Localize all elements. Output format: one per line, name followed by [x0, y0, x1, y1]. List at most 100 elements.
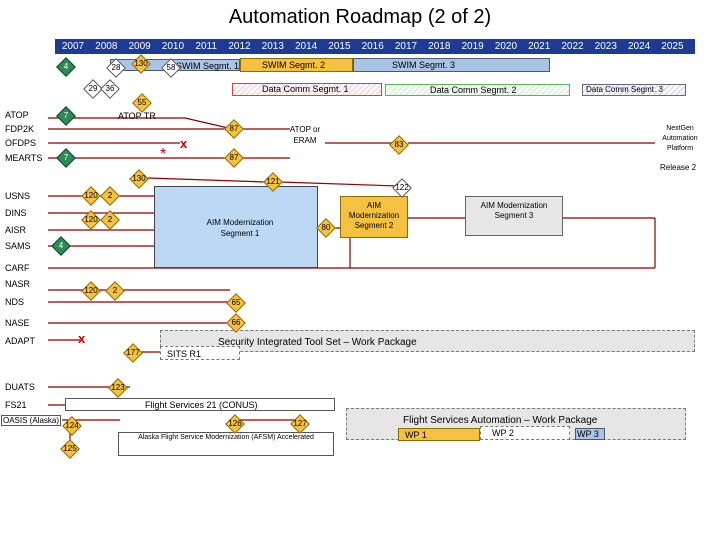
year-label: 2021 [528, 41, 551, 52]
decision-127: 127 [290, 414, 310, 434]
year-label: 2012 [228, 41, 251, 52]
system-label-fdp2k: FDP2K [5, 124, 35, 134]
nextgen-platform-label: NextGen Automation Platform [662, 125, 698, 152]
aim-segment-3-box [465, 196, 563, 236]
datacomm-segment-2-bar [385, 84, 570, 96]
datacomm-segment-2-label: Data Comm Segmt. 2 [430, 85, 517, 95]
system-label-nasr: NASR [5, 279, 31, 289]
datacomm-segment-3-bar [582, 84, 686, 96]
aim-segment-2-box [340, 196, 408, 238]
decision-126: 126 [225, 414, 245, 434]
aim-segment-1-label: AIM Modernization Segment 1 [206, 218, 274, 238]
decision-121: 121 [263, 172, 283, 192]
decision-7-atop: 7 [56, 106, 76, 126]
decision-120-b: 120 [81, 210, 101, 230]
decision-130-top: 130 [131, 54, 151, 74]
year-bar [55, 39, 695, 54]
decision-87-b: 87 [224, 148, 244, 168]
star-marker-ofdps: * [160, 146, 167, 163]
page-title: Automation Roadmap (2 of 2) [228, 6, 492, 28]
decision-122: 122 [392, 178, 412, 198]
system-label-carf: CARF [5, 263, 30, 273]
release-2-label: Release 2 [660, 163, 697, 172]
wp2-label: WP 2 [492, 428, 514, 438]
wp2-box [480, 426, 570, 440]
system-label-aisr: AISR [5, 225, 27, 235]
sits-r1-label: SITS R1 [167, 349, 202, 359]
decision-130-mid: 130 [129, 169, 149, 189]
swim-segment-2-label: SWIM Segmt. 2 [262, 60, 326, 70]
end-marker-adapt: x [78, 331, 86, 346]
aim-segment-3-label: AIM Modernization Segment 3 [480, 201, 548, 220]
year-label: 2009 [128, 41, 151, 52]
security-work-package-box [160, 330, 695, 352]
decision-36: 36 [100, 79, 120, 99]
afsm-bar [118, 432, 334, 456]
decision-123: 123 [108, 378, 128, 398]
decision-120-c: 120 [81, 281, 101, 301]
decision-2-b: 2 [100, 210, 120, 230]
year-label: 2014 [294, 41, 318, 52]
decision-2-c: 2 [105, 281, 125, 301]
year-label: 2019 [461, 41, 484, 52]
year-label: 2017 [394, 41, 418, 52]
system-label-duats: DUATS [5, 382, 35, 392]
year-label: 2023 [594, 41, 617, 52]
decision-80: 80 [316, 218, 336, 238]
flight-services-21-label: Flight Services 21 (CONUS) [145, 400, 258, 410]
decision-177: 177 [123, 343, 143, 363]
system-label-nds: NDS [5, 297, 25, 307]
decision-7-mearts: 7 [56, 148, 76, 168]
year-label: 2008 [95, 41, 118, 52]
year-label: 2025 [661, 41, 684, 52]
decision-4-top: 4 [56, 57, 76, 77]
swim-segment-3-label: SWIM Segmt. 3 [392, 60, 456, 70]
swim-segment-2-bar [240, 58, 353, 72]
aim-segment-2-label: AIM Modernization Segment 2 [348, 201, 400, 230]
year-label: 2020 [494, 41, 518, 52]
decision-125: 125 [60, 439, 80, 459]
decision-124: 124 [62, 416, 82, 436]
decision-87-a: 87 [224, 119, 244, 139]
security-work-package-label: Security Integrated Tool Set – Work Pack… [218, 337, 417, 348]
decision-65: 65 [226, 293, 246, 313]
flight-services-21-bar [65, 398, 335, 411]
decision-29: 29 [83, 79, 103, 99]
system-label-oasis: OASIS (Alaska) [1, 415, 62, 426]
swim-segment-1-label: SWIM Segmt. 1 [176, 61, 240, 71]
atop-tr-label: ATOP TR [118, 111, 156, 121]
system-label-atop: ATOP [5, 110, 29, 120]
year-label: 2007 [61, 41, 85, 52]
year-label: 2011 [195, 41, 217, 52]
swim-segment-3-bar [353, 58, 550, 72]
fsa-work-package-label: Flight Services Automation – Work Packag… [403, 415, 598, 426]
atop-or-eram-label: ATOP or ERAM [289, 125, 321, 145]
year-label: 2013 [261, 41, 284, 52]
year-label: 2010 [161, 41, 185, 52]
year-label: 2022 [561, 41, 584, 52]
decision-28: 28 [106, 58, 126, 78]
decision-58: 58 [161, 58, 181, 78]
decision-2-a: 2 [100, 186, 120, 206]
wp1-box [398, 428, 480, 441]
aim-segment-1-box [154, 186, 318, 268]
decision-55: 55 [132, 93, 152, 113]
end-marker-ofdps: x [180, 136, 188, 151]
sits-r1-box [160, 346, 240, 360]
afsm-label: Alaska Flight Service Modernization (AFS… [138, 434, 314, 441]
datacomm-segment-3-label: Data Comm Segmt. 3 [586, 85, 663, 94]
year-label: 2018 [428, 41, 451, 52]
datacomm-segment-1-label: Data Comm Segmt. 1 [262, 84, 349, 94]
year-label: 2024 [627, 41, 651, 52]
decision-4-sams: 4 [51, 236, 71, 256]
decision-66: 66 [226, 313, 246, 333]
wp3-box [575, 428, 605, 440]
wp1-label: WP 1 [405, 430, 427, 440]
system-label-usns: USNS [5, 191, 31, 201]
year-label: 2016 [361, 41, 384, 52]
system-label-ofdps: OFDPS [5, 138, 37, 148]
system-label-sams: SAMS [5, 241, 31, 251]
wp3-label: WP 3 [577, 429, 599, 439]
decision-120-a: 120 [81, 186, 101, 206]
year-label: 2015 [328, 41, 351, 52]
